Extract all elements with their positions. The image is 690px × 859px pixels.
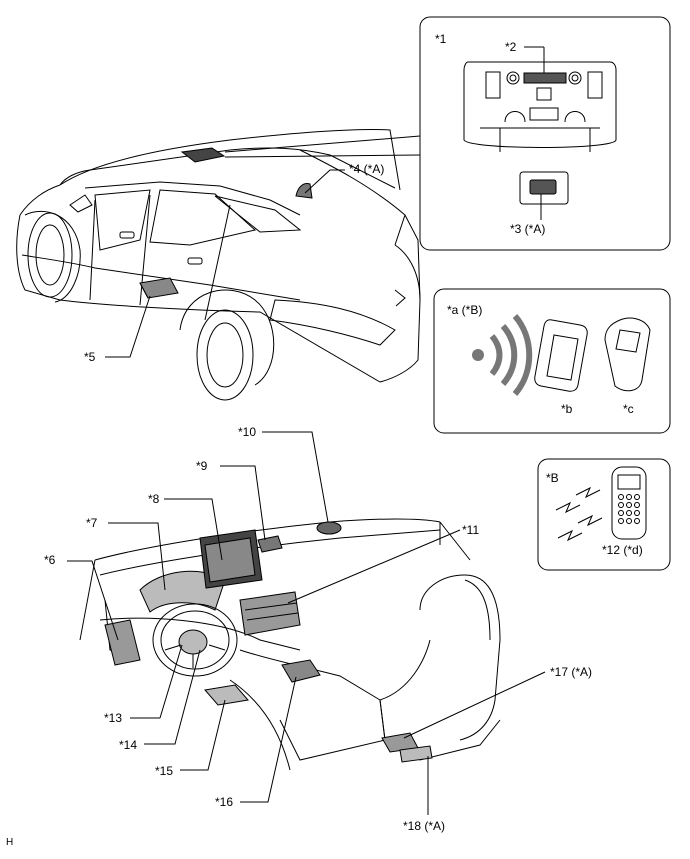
callout-capital-b: *B xyxy=(546,471,559,485)
corner-letter: H xyxy=(6,837,14,848)
callout-14: *14 xyxy=(119,738,138,752)
smart-key-fob-icon xyxy=(604,317,651,392)
callout-3: *3 (*A) xyxy=(510,222,546,236)
card-key-icon xyxy=(611,466,647,540)
callout-9: *9 xyxy=(196,459,208,473)
callout-6: *6 xyxy=(44,553,56,567)
callout-17: *17 (*A) xyxy=(550,665,593,679)
callout-c: *c xyxy=(623,402,634,416)
callout-8: *8 xyxy=(148,492,160,506)
inset-overhead-console-box xyxy=(419,16,671,251)
callout-12: *12 (*d) xyxy=(602,543,643,557)
callout-1: *1 xyxy=(435,32,447,46)
callout-13: *13 xyxy=(104,711,123,725)
overhead-console-illustration xyxy=(463,61,617,205)
callout-15: *15 xyxy=(155,764,174,778)
callout-2: *2 xyxy=(505,40,517,54)
inset-key-types-box xyxy=(433,288,671,434)
smartphone-key-icon xyxy=(534,319,588,392)
callout-16: *16 xyxy=(215,795,234,809)
callout-4: *4 (*A) xyxy=(349,162,385,176)
callout-b: *b xyxy=(561,402,573,416)
callout-7: *7 xyxy=(86,516,98,530)
callout-a: *a (*B) xyxy=(447,303,483,317)
callout-10: *10 xyxy=(238,425,257,439)
callout-11: *11 xyxy=(462,523,480,537)
lightning-signal-icon xyxy=(555,486,603,542)
inset-key-card-box xyxy=(537,458,671,571)
callout-18: *18 (*A) xyxy=(403,819,446,833)
vehicle-exterior-illustration xyxy=(16,128,421,401)
wireless-signal-icon xyxy=(472,314,533,396)
callout-5: *5 xyxy=(84,350,96,364)
vehicle-interior-illustration xyxy=(79,518,501,771)
